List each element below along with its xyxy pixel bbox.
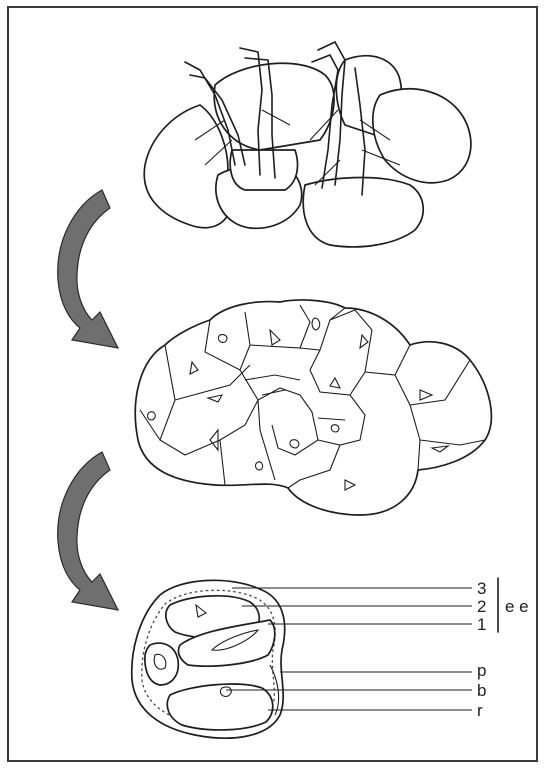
- label-1: 1: [477, 615, 486, 634]
- label-p: p: [477, 661, 486, 680]
- cluster-outline: [135, 300, 491, 515]
- curved-arrow-2: [58, 452, 118, 610]
- bottom-section: 3 2 1 e e p b r: [132, 578, 529, 738]
- middle-cell-cluster: [135, 300, 491, 515]
- label-b: b: [477, 681, 486, 700]
- curved-arrow-1: [58, 190, 118, 348]
- lobe-center-front: [230, 150, 297, 190]
- label-3: 3: [477, 579, 486, 598]
- label-2: 2: [477, 597, 486, 616]
- lobe-right: [373, 89, 471, 183]
- lobe-center-back: [214, 63, 334, 150]
- section-cell-left: [145, 643, 178, 685]
- label-ee: e e: [505, 597, 529, 616]
- label-r: r: [477, 701, 483, 720]
- top-lobed-structure: [144, 42, 471, 247]
- lobe-left: [144, 105, 230, 228]
